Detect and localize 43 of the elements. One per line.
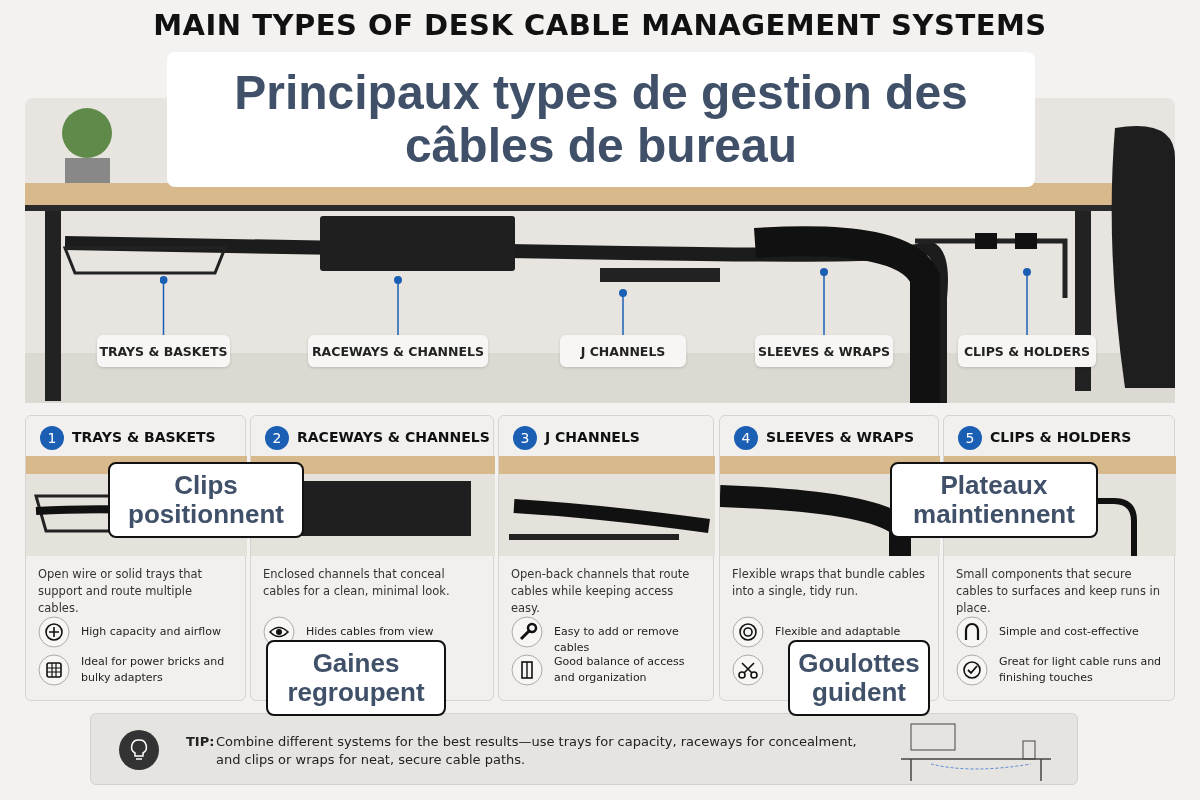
card-heading: SLEEVES & WRAPS [766, 429, 914, 445]
feature-text: Hides cables from view [306, 624, 435, 640]
card-description: Open-back channels that route cables while keeping access easy. [511, 566, 691, 617]
caption-overlay: Plateaux maintiennent [890, 462, 1098, 538]
feature-text: Great for light cable runs and finishing touches [999, 654, 1163, 686]
step-number: 1 [40, 426, 64, 450]
callout-label: TRAYS & BASKETS [97, 335, 230, 367]
heading-banner: Principaux types de gestion des câbles de bureau [167, 52, 1035, 187]
card-heading: J CHANNELS [545, 429, 640, 445]
callout-label: SLEEVES & WRAPS [755, 335, 893, 367]
caption-overlay: Goulottes guident [788, 640, 930, 716]
info-card [498, 415, 714, 701]
page-title: MAIN TYPES OF DESK CABLE MANAGEMENT SYSTEMS [152, 8, 1048, 42]
card-heading: TRAYS & BASKETS [72, 429, 216, 445]
feature-text: Easy to add or remove cables [554, 624, 680, 656]
step-number: 4 [734, 426, 758, 450]
leader-line [1023, 268, 1031, 336]
card-heading: CLIPS & HOLDERS [990, 429, 1132, 445]
feature-text: Good balance of access and organization [554, 654, 686, 686]
card-description: Small components that secure cables to surfaces and keep runs in place. [956, 566, 1162, 617]
feature-text: Simple and cost-effective [999, 624, 1140, 640]
caption-overlay: Gaines regroupent [266, 640, 446, 716]
feature-text: Ideal for power bricks and bulky adapters [81, 654, 226, 686]
leader-line [820, 268, 828, 336]
tip-banner [90, 713, 1078, 785]
step-number: 5 [958, 426, 982, 450]
feature-text: High capacity and airflow [81, 624, 222, 640]
step-number: 2 [265, 426, 289, 450]
callout-label: CLIPS & HOLDERS [958, 335, 1096, 367]
leader-line [619, 289, 627, 336]
callout-label: J CHANNELS [560, 335, 686, 367]
card-description: Flexible wraps that bundle cables into a single, tidy run. [732, 566, 927, 600]
leader-line [394, 276, 402, 336]
feature-text: Flexible and adaptable [775, 624, 902, 640]
step-number: 3 [513, 426, 537, 450]
card-heading: RACEWAYS & CHANNELS [297, 429, 490, 445]
leader-line [159, 276, 168, 336]
card-description: Open wire or solid trays that support and route multiple cables. [38, 566, 204, 617]
card-description: Enclosed channels that conceal cables for a clean, minimal look. [263, 566, 451, 600]
tip-label: TIP: [186, 734, 215, 749]
callout-label: RACEWAYS & CHANNELS [308, 335, 488, 367]
caption-overlay: Clips positionnent [108, 462, 304, 538]
tip-text: Combine different systems for the best results—use trays for capacity, raceways for concealment, and clips or wraps for neat, secure cable paths. [216, 733, 858, 769]
